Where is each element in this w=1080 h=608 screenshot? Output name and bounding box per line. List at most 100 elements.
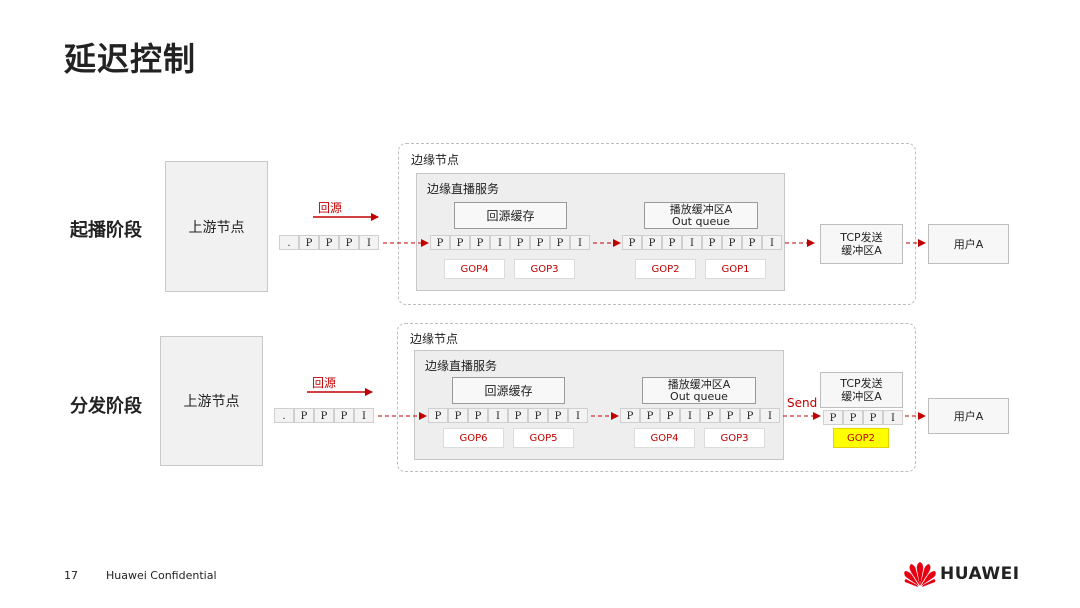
- frame: P: [843, 410, 863, 425]
- play-buffer-title: 播放缓冲区A: [667, 377, 731, 391]
- frame: P: [660, 408, 680, 423]
- play-buffer-subtitle: Out queue: [672, 214, 730, 228]
- frame: P: [470, 235, 490, 250]
- user-label: 用户A: [953, 238, 984, 251]
- frame: P: [722, 235, 742, 250]
- frame: P: [428, 408, 448, 423]
- frame: P: [510, 235, 530, 250]
- play-buffer-box: 播放缓冲区A Out queue: [644, 202, 758, 229]
- page-number: 17: [64, 569, 78, 582]
- frame: I: [570, 235, 590, 250]
- tcp-send-buffer-subtitle: 缓冲区A: [841, 390, 882, 403]
- frame: P: [622, 235, 642, 250]
- frame: I: [568, 408, 588, 423]
- play-buffer-box: 播放缓冲区A Out queue: [642, 377, 756, 404]
- frame: I: [680, 408, 700, 423]
- frame: P: [448, 408, 468, 423]
- frame: I: [682, 235, 702, 250]
- frame: .: [274, 408, 294, 423]
- frame: P: [702, 235, 722, 250]
- frame: P: [319, 235, 339, 250]
- frame: I: [490, 235, 510, 250]
- huawei-logo-icon: [904, 562, 936, 587]
- frame: P: [528, 408, 548, 423]
- tcp-send-buffer-title: TCP发送: [840, 377, 883, 390]
- frame: .: [279, 235, 299, 250]
- confidential-label: Huawei Confidential: [106, 569, 217, 582]
- frame: P: [550, 235, 570, 250]
- frame: P: [508, 408, 528, 423]
- cache-frame-sequence: P P P I P P P I: [428, 408, 588, 423]
- frame: P: [530, 235, 550, 250]
- source-cache-label: 回源缓存: [486, 208, 535, 223]
- frame: P: [294, 408, 314, 423]
- upstream-node: 上游节点: [165, 161, 268, 292]
- frame: I: [488, 408, 508, 423]
- gop-block: GOP4: [634, 428, 695, 448]
- edge-node-container: [397, 323, 916, 472]
- tcp-send-buffer: TCP发送 缓冲区A: [820, 224, 903, 264]
- frame: I: [762, 235, 782, 250]
- edge-node-container: [398, 143, 916, 305]
- frame: P: [863, 410, 883, 425]
- gop-block: GOP4: [444, 259, 505, 279]
- play-buffer-title: 播放缓冲区A: [669, 202, 733, 216]
- gop-block: GOP3: [514, 259, 575, 279]
- upstream-frame-sequence: . P P P I: [279, 235, 379, 250]
- source-cache-box: 回源缓存: [454, 202, 567, 229]
- back-to-source-label: 回源: [312, 376, 337, 390]
- gop-block: GOP2: [635, 259, 696, 279]
- frame: P: [720, 408, 740, 423]
- frame: I: [883, 410, 903, 425]
- gop-block: GOP1: [705, 259, 766, 279]
- queue-frame-sequence: P P P I P P P I: [622, 235, 782, 250]
- brand-wordmark: HUAWEI: [940, 564, 1020, 584]
- send-label: Send: [787, 396, 818, 410]
- frame: P: [823, 410, 843, 425]
- frame: P: [548, 408, 568, 423]
- edge-node-label: 边缘节点: [411, 153, 460, 167]
- frame: P: [640, 408, 660, 423]
- upstream-frame-sequence: . P P P I: [274, 408, 374, 423]
- tcp-send-buffer: TCP发送 缓冲区A: [820, 372, 903, 408]
- gop-block: GOP5: [513, 428, 574, 448]
- frame: P: [430, 235, 450, 250]
- frame: I: [760, 408, 780, 423]
- user-label: 用户A: [953, 410, 984, 423]
- upstream-node: 上游节点: [160, 336, 263, 466]
- frame: I: [359, 235, 379, 250]
- frame: P: [642, 235, 662, 250]
- frame: P: [740, 408, 760, 423]
- source-cache-label: 回源缓存: [484, 383, 533, 398]
- frame: P: [339, 235, 359, 250]
- source-cache-box: 回源缓存: [452, 377, 565, 404]
- frame: P: [742, 235, 762, 250]
- user-box: 用户A: [928, 398, 1009, 434]
- edge-live-service-label: 边缘直播服务: [427, 182, 500, 196]
- frame: P: [468, 408, 488, 423]
- upstream-node-label: 上游节点: [188, 219, 245, 236]
- tcp-send-buffer-subtitle: 缓冲区A: [841, 244, 882, 257]
- frame: P: [620, 408, 640, 423]
- frame: I: [354, 408, 374, 423]
- frame: P: [334, 408, 354, 423]
- upstream-node-label: 上游节点: [183, 394, 240, 410]
- edge-node-label: 边缘节点: [410, 332, 459, 346]
- play-buffer-subtitle: Out queue: [670, 389, 728, 403]
- gop-block-highlighted: GOP2: [833, 428, 889, 448]
- user-box: 用户A: [928, 224, 1009, 264]
- queue-frame-sequence: P P P I P P P I: [620, 408, 780, 423]
- back-to-source-label: 回源: [318, 201, 343, 215]
- edge-live-service-label: 边缘直播服务: [425, 359, 498, 373]
- frame: P: [299, 235, 319, 250]
- frame: P: [700, 408, 720, 423]
- page-title: 延迟控制: [64, 40, 197, 78]
- tcp-frame-sequence: P P P I: [823, 410, 903, 425]
- stage-label-distribute: 分发阶段: [70, 396, 142, 417]
- frame: P: [662, 235, 682, 250]
- gop-block: GOP3: [704, 428, 765, 448]
- frame: P: [314, 408, 334, 423]
- frame: P: [450, 235, 470, 250]
- gop-block: GOP6: [443, 428, 504, 448]
